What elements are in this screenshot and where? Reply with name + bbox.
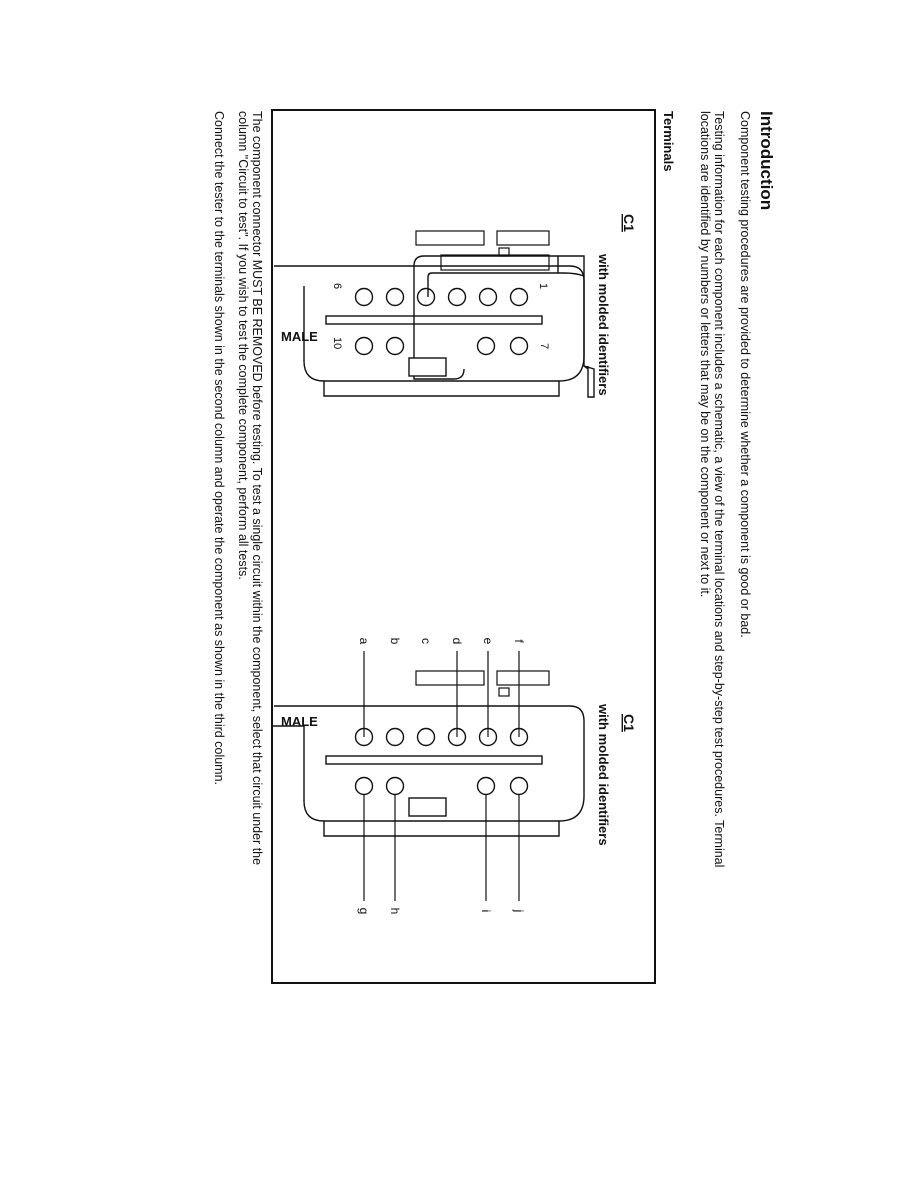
pin-bottom-9 [476, 336, 496, 356]
pin-top-right-2 [385, 727, 405, 747]
housing-inner-wall [427, 272, 558, 297]
pin-top-4 [447, 287, 467, 307]
pin-label-7: 7 [538, 343, 550, 349]
tab-left [415, 230, 485, 246]
pin-top-3 [416, 287, 436, 307]
connector-left: C1 with molded identifiers [274, 214, 637, 398]
pin-letter-j: j [512, 909, 526, 913]
row-divider [325, 315, 543, 325]
housing-left-side [413, 255, 558, 301]
pin-bottom-7 [354, 336, 374, 356]
tab-left-right [415, 670, 485, 686]
connector-right-caption: with molded identifiers [596, 703, 611, 846]
pin-letter-b: b [388, 638, 402, 645]
pin-letter-d: d [450, 638, 464, 645]
connector-right: C1 with molded identifiers MALE [273, 638, 637, 915]
testing-info-line-2: locations are identified by numbers or l… [698, 111, 712, 598]
connect-tester-paragraph: Connect the tester to the terminals show… [212, 111, 226, 786]
housing-top-edge [583, 276, 595, 398]
tab-right-right [496, 670, 550, 686]
connector-left-id: C1 [621, 214, 637, 232]
housing-frame [274, 265, 585, 382]
connector-right-gender: MALE [281, 714, 318, 729]
housing-frame-right [274, 705, 585, 822]
pin-letter-g: g [357, 908, 371, 915]
pin-bottom-8 [385, 336, 405, 356]
housing-right-flange [323, 381, 560, 397]
connector-left-caption: with molded identifiers [596, 253, 611, 396]
housing-bottom [413, 301, 465, 380]
pin-letter-a: a [357, 638, 371, 645]
pin-top-6 [509, 287, 529, 307]
pin-bottom-right-9 [476, 776, 496, 796]
tab-right [496, 230, 550, 246]
connector-diagrams: C1 with molded identifiers [273, 214, 637, 915]
row-divider-right [325, 755, 543, 765]
pin-letter-e: e [481, 638, 495, 645]
tab-small [498, 247, 510, 257]
page-title: Introduction [757, 111, 776, 211]
connector-right-id: C1 [621, 714, 637, 732]
terminals-figure: C1 with molded identifiers [271, 109, 656, 984]
rotated-document: Introduction Component testing procedure… [146, 105, 776, 1005]
pin-top-1 [354, 287, 374, 307]
latch [440, 254, 550, 271]
pin-top-5 [478, 287, 498, 307]
removal-note-line-2: column "Circuit to test". If you wish to… [236, 111, 250, 580]
removal-note-line-1: The component connector MUST BE REMOVED … [250, 111, 264, 866]
pin-top-2 [385, 287, 405, 307]
connector-left-gender: MALE [281, 329, 318, 344]
intro-paragraph: Component testing procedures are provide… [738, 111, 752, 638]
pin-letter-i: i [479, 910, 493, 913]
pin-letter-c: c [419, 638, 433, 644]
keyway [408, 357, 447, 377]
pin-top-right-3 [416, 727, 436, 747]
testing-info-line-1: Testing information for each component i… [712, 111, 726, 868]
pin-letter-h: h [388, 908, 402, 915]
pin-bottom-10 [509, 336, 529, 356]
keyway-right [408, 797, 447, 817]
tab-small-right [498, 687, 510, 697]
terminals-heading: Terminals [661, 111, 676, 172]
pin-bottom-right-8 [385, 776, 405, 796]
housing-right-flange-right [323, 821, 560, 837]
pin-letter-f: f [512, 639, 526, 643]
pin-label-6: 6 [331, 283, 343, 289]
pin-bottom-right-10 [509, 776, 529, 796]
pin-label-10: 10 [331, 337, 343, 349]
pin-label-1: 1 [537, 283, 549, 289]
pin-bottom-right-7 [354, 776, 374, 796]
